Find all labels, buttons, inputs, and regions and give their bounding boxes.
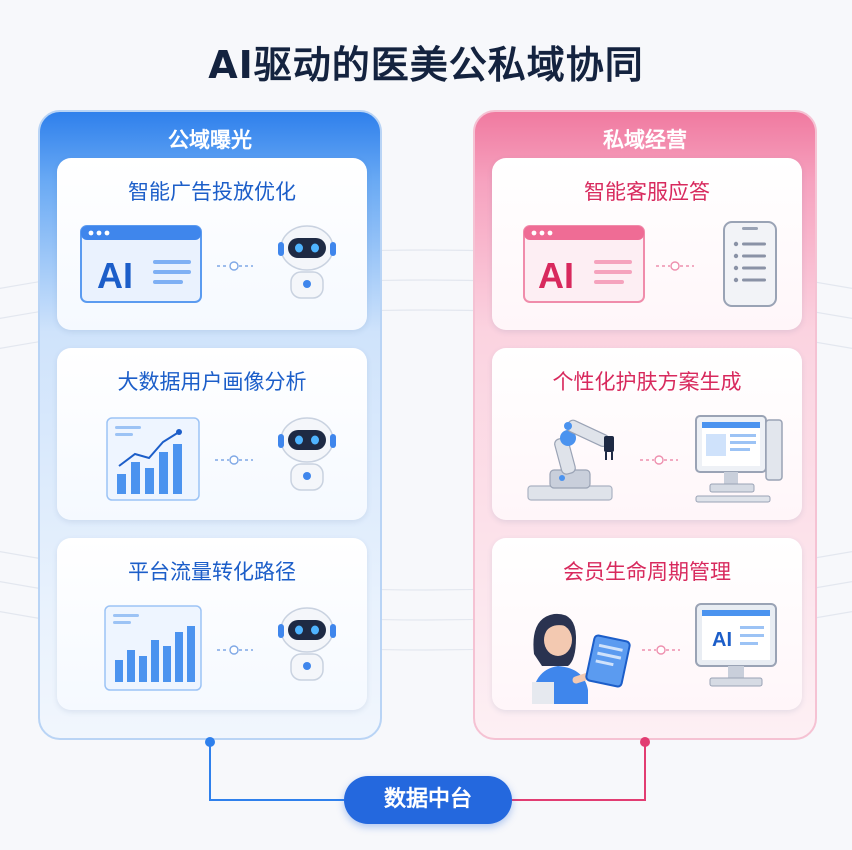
woman-with-tablet-icon	[532, 613, 631, 704]
desktop-computer-icon	[695, 415, 783, 503]
card-illustration: AI	[523, 221, 777, 307]
robot-icon	[278, 225, 336, 299]
svg-text:AI: AI	[97, 255, 133, 296]
connector-dots	[217, 261, 253, 271]
private-domain-label: 私域经营	[603, 128, 687, 152]
card-illustration	[106, 417, 336, 501]
data-center-hub: 数据中台	[344, 776, 512, 824]
card-traffic-conversion: 平台流量转化路径	[57, 538, 367, 710]
ai-window-icon: AI	[80, 225, 202, 303]
card-ad-optimization: 智能广告投放优化 AI	[57, 158, 367, 330]
svg-text:AI: AI	[538, 255, 574, 296]
bar-chart-trend-icon	[106, 417, 200, 501]
card-illustration: AI	[80, 225, 336, 303]
svg-text:AI: AI	[712, 629, 732, 651]
connector-dots	[640, 455, 678, 465]
card-illustration	[104, 605, 336, 691]
card-title: 大数据用户画像分析	[117, 370, 307, 394]
robot-arm-icon	[527, 419, 614, 501]
connector-dots	[656, 261, 694, 271]
ai-window-icon: AI	[523, 225, 645, 303]
card-personalized-skincare: 个性化护肤方案生成	[492, 348, 802, 520]
page-title: AI驱动的医美公私域协同	[208, 43, 644, 87]
card-illustration: AI	[532, 603, 777, 704]
bar-chart-icon	[104, 605, 202, 691]
public-domain-label: 公域曝光	[168, 128, 252, 152]
robot-icon	[278, 417, 336, 491]
robot-icon	[278, 607, 336, 681]
card-smart-customer-service: 智能客服应答 AI	[492, 158, 802, 330]
public-domain-panel: 公域曝光 智能广告投放优化 AI	[38, 110, 382, 740]
card-illustration	[527, 415, 783, 503]
card-title: 会员生命周期管理	[563, 560, 731, 584]
card-title: 智能广告投放优化	[128, 180, 296, 204]
connector-dots	[217, 645, 253, 655]
card-member-lifecycle: 会员生命周期管理	[492, 538, 802, 710]
smartphone-icon	[723, 221, 777, 307]
card-title: 平台流量转化路径	[128, 560, 296, 584]
card-title: 智能客服应答	[584, 180, 710, 204]
card-title: 个性化护肤方案生成	[552, 370, 742, 394]
private-domain-panel: 私域经营 智能客服应答 AI	[473, 110, 817, 740]
ai-desktop-icon: AI	[695, 603, 777, 687]
connector-dots	[215, 455, 253, 465]
card-user-profile-analysis: 大数据用户画像分析	[57, 348, 367, 520]
connector-dots	[642, 645, 680, 655]
